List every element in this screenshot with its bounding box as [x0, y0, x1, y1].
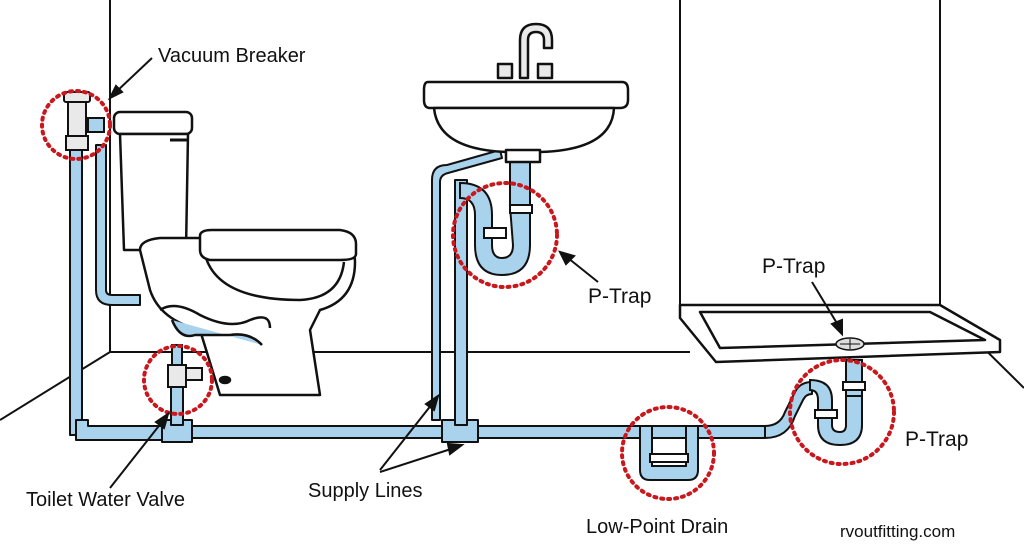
label-toilet-water-valve: Toilet Water Valve: [26, 489, 185, 511]
label-vacuum-breaker: Vacuum Breaker: [158, 45, 306, 67]
highlight-toilet-valve: [142, 344, 214, 416]
label-low-point-drain: Low-Point Drain: [586, 516, 728, 538]
toilet: [112, 110, 358, 397]
label-p-trap-sink: P-Trap: [588, 285, 651, 308]
watermark-text: rvoutfitting.com: [840, 522, 955, 541]
highlight-vacuum-breaker: [40, 89, 112, 161]
shower-pan: [678, 303, 1002, 364]
label-supply-lines: Supply Lines: [308, 480, 423, 502]
highlight-sink-p-trap: [451, 181, 559, 289]
low-point-drain-fitting: [639, 425, 699, 481]
shower-p-trap: [809, 359, 866, 447]
label-p-trap-shower-top: P-Trap: [762, 255, 825, 278]
bathroom-sink: [422, 22, 630, 164]
sink-p-trap: [459, 157, 533, 277]
label-p-trap-shower-right: P-Trap: [905, 428, 968, 451]
highlight-shower-p-trap: [788, 358, 896, 466]
toilet-water-valve-device: [167, 344, 203, 388]
shower-drain-grate: [835, 337, 865, 351]
highlight-circles: [40, 89, 896, 501]
pipe-network: [69, 144, 813, 443]
highlight-low-point-drain: [620, 405, 716, 501]
leader-arrows: [107, 57, 843, 489]
